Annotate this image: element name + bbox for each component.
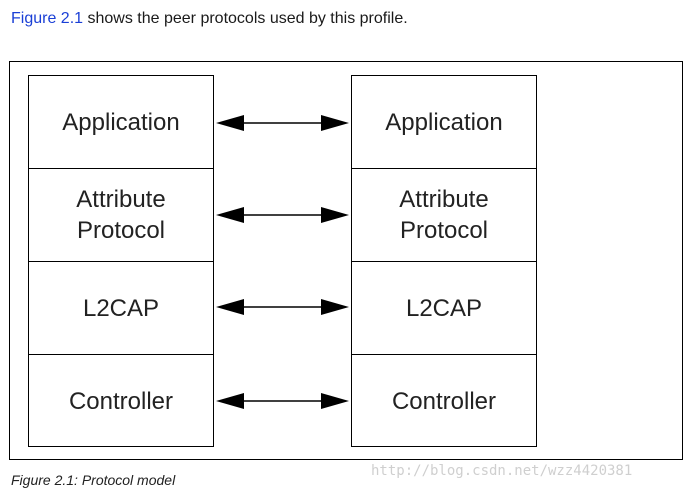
figure-frame — [9, 61, 683, 460]
left-protocol-stack: Application Attribute Protocol L2CAP Con… — [28, 75, 214, 447]
right-layer-l2cap: L2CAP — [352, 262, 536, 355]
intro-sentence: shows the peer protocols used by this pr… — [83, 10, 408, 27]
left-layer-l2cap: L2CAP — [29, 262, 213, 355]
right-layer-controller: Controller — [391, 388, 497, 415]
left-layer-application: Application — [29, 76, 213, 169]
right-layer-application: Application — [352, 76, 536, 169]
left-layer-controller: Controller — [68, 388, 174, 415]
right-protocol-stack: Application Attribute Protocol L2CAP Con… — [351, 75, 537, 447]
figure-caption: Figure 2.1: Protocol model — [11, 472, 176, 488]
watermark: http://blog.csdn.net/wzz4420381 — [371, 463, 633, 479]
right-layer-attribute-protocol: Attribute Protocol — [352, 169, 536, 262]
left-layer-attribute-protocol: Attribute Protocol — [29, 169, 213, 262]
intro-text: Figure 2.1 shows the peer protocols used… — [11, 9, 408, 29]
figure-reference-link[interactable]: Figure 2.1 — [11, 10, 84, 27]
